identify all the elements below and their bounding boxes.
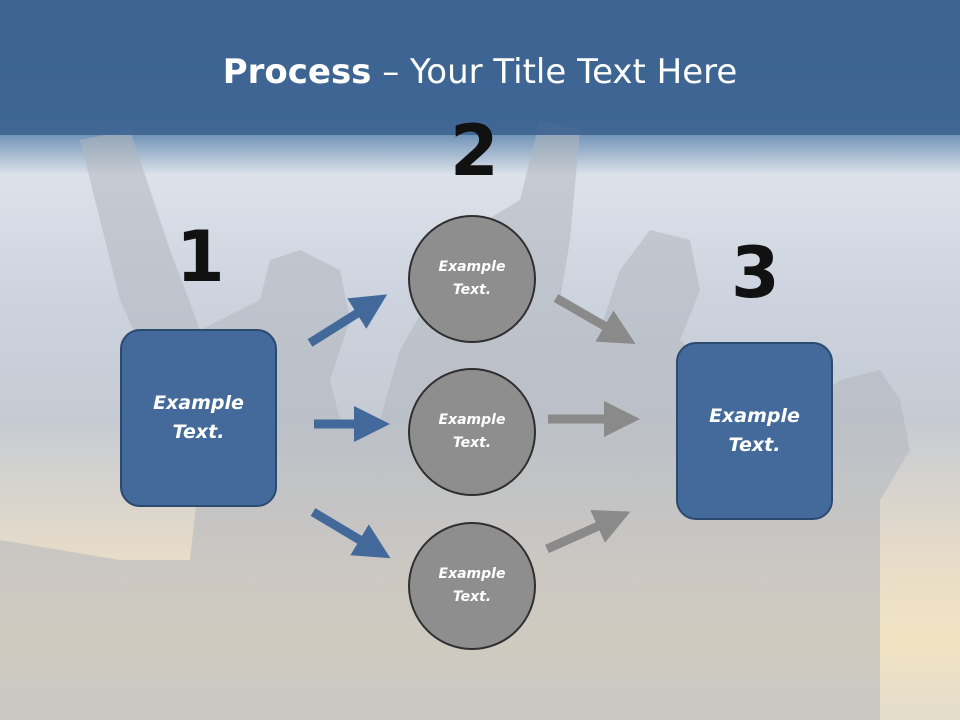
arrow-to-top-circle [307,294,388,347]
left-box-line2: Text. [172,421,225,443]
circle-top-line2: Text. [452,282,492,298]
circle-middle-line1: Example [438,412,506,428]
right-box-line2: Text. [728,434,781,456]
circle-bottom-line1: Example [438,566,506,582]
step-number-3: 3 [731,232,780,314]
arrow-from-top-circle [553,294,636,345]
step-number-2: 2 [450,110,499,192]
title-rest: – Your Title Text Here [371,52,738,92]
arrow-to-bottom-circle [310,508,391,559]
arrow-from-bottom-circle [545,509,631,554]
step-number-1: 1 [176,216,225,298]
circle-middle-line2: Text. [452,435,492,451]
slide-title: Process – Your Title Text Here [0,52,960,92]
title-bold: Process [222,52,372,92]
circle-top-line1: Example [438,259,506,275]
circle-bottom-line2: Text. [452,589,492,605]
right-box-line1: Example [709,405,800,427]
left-box-line1: Example [153,392,244,414]
